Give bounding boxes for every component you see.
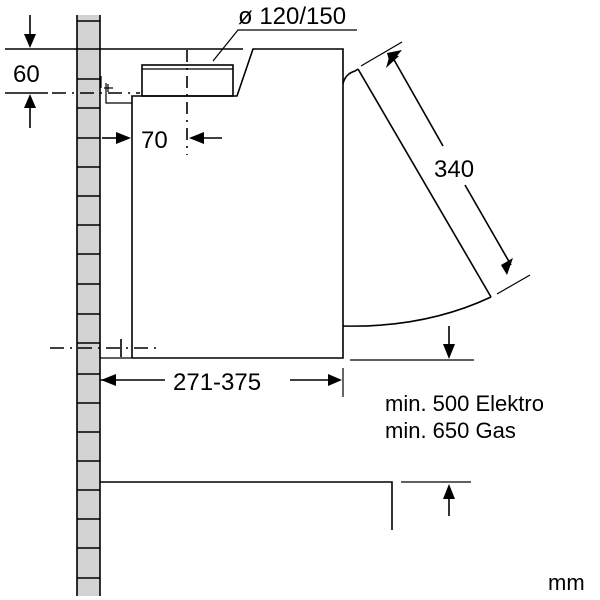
- dimension-clearance-top: [350, 326, 474, 361]
- dimension-340-label: 340: [434, 156, 474, 183]
- mounting-bracket: [100, 76, 132, 104]
- extractor-flap: [342, 68, 492, 327]
- clearance-gas-label: min. 650 Gas: [385, 418, 516, 443]
- dimension-70: 70: [102, 127, 222, 154]
- wall-brick-joints: [77, 20, 100, 579]
- dimension-271-375: 271-375: [100, 368, 344, 397]
- hood-body: [131, 48, 344, 359]
- dimension-340: 340: [360, 41, 531, 295]
- dimension-60: 60: [5, 15, 48, 128]
- dimension-clearance-bottom: [401, 481, 471, 516]
- dimension-duct-diameter: ø 120/150: [212, 3, 357, 62]
- dimension-60-label: 60: [13, 61, 40, 88]
- duct-diameter-label: ø 120/150: [238, 3, 346, 30]
- dimension-271-375-label: 271-375: [173, 369, 261, 396]
- lower-bracket: [99, 344, 132, 359]
- unit-label: mm: [548, 570, 585, 595]
- clearance-electric-label: min. 500 Elektro: [385, 391, 544, 416]
- dimension-70-label: 70: [141, 127, 168, 154]
- wall: [76, 15, 101, 596]
- cooktop: [100, 481, 393, 530]
